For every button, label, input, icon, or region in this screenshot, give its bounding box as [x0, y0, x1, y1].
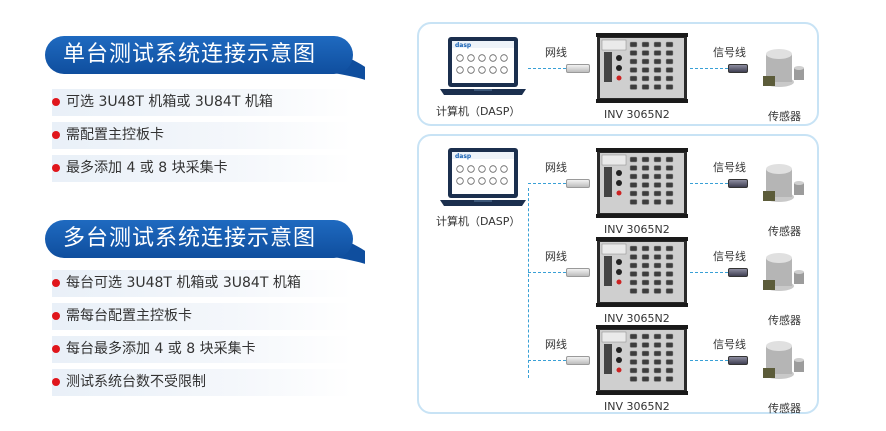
list-item: 可选 3U48T 机箱或 3U84T 机箱 [52, 89, 352, 116]
list-item: 需配置主控板卡 [52, 122, 352, 149]
laptop-icon: dasp [440, 147, 526, 209]
signal-cable-label: 信号线 [713, 46, 746, 59]
signal-cable-label: 信号线 [713, 161, 746, 174]
sensor-icon [762, 338, 808, 382]
network-plug-icon [566, 64, 590, 73]
list-item: 测试系统台数不受限制 [52, 369, 352, 396]
single-system-title: 单台测试系统连接示意图 [45, 36, 353, 74]
list-item: 最多添加 4 或 8 块采集卡 [52, 155, 352, 182]
single-system-list: 可选 3U48T 机箱或 3U84T 机箱 需配置主控板卡 最多添加 4 或 8… [52, 89, 352, 188]
svg-text:dasp: dasp [455, 153, 472, 160]
sensor-label: 传感器 [768, 402, 801, 415]
multi-system-title: 多台测试系统连接示意图 [45, 220, 353, 258]
network-cable-line [528, 360, 566, 361]
signal-cable-label: 信号线 [713, 338, 746, 351]
signal-plug-icon [728, 268, 748, 277]
signal-cable-label: 信号线 [713, 250, 746, 263]
daq-device-icon [596, 32, 688, 104]
sensor-label: 传感器 [768, 110, 801, 123]
sensor-icon [762, 161, 808, 205]
network-cable-line [528, 183, 566, 184]
network-cable-label: 网线 [545, 250, 567, 263]
signal-cable-line [690, 272, 728, 273]
daq-device-icon [596, 324, 688, 396]
device-label: INV 3065N2 [604, 400, 670, 413]
device-label: INV 3065N2 [604, 312, 670, 325]
multi-system-banner: 多台测试系统连接示意图 [45, 220, 365, 264]
network-trunk-line [528, 188, 529, 378]
bullet-icon [52, 345, 60, 353]
network-cable-label: 网线 [545, 46, 567, 59]
list-item: 每台最多添加 4 或 8 块采集卡 [52, 336, 352, 363]
list-item: 每台可选 3U48T 机箱或 3U84T 机箱 [52, 270, 352, 297]
network-cable-line [528, 272, 566, 273]
daq-device-icon [596, 236, 688, 308]
network-cable-label: 网线 [545, 338, 567, 351]
bullet-icon [52, 279, 60, 287]
bullet-icon [52, 98, 60, 106]
signal-plug-icon [728, 356, 748, 365]
network-plug-icon [566, 356, 590, 365]
computer-label: 计算机（DASP） [436, 215, 521, 228]
network-plug-icon [566, 268, 590, 277]
computer-label: 计算机（DASP） [436, 105, 521, 118]
signal-cable-line [690, 360, 728, 361]
network-plug-icon [566, 179, 590, 188]
list-item: 需每台配置主控板卡 [52, 303, 352, 330]
signal-cable-line [690, 183, 728, 184]
multi-system-list: 每台可选 3U48T 机箱或 3U84T 机箱 需每台配置主控板卡 每台最多添加… [52, 270, 352, 402]
device-label: INV 3065N2 [604, 108, 670, 121]
network-cable-label: 网线 [545, 161, 567, 174]
sensor-icon [762, 250, 808, 294]
svg-text:dasp: dasp [455, 42, 472, 49]
signal-plug-icon [728, 64, 748, 73]
bullet-icon [52, 378, 60, 386]
signal-plug-icon [728, 179, 748, 188]
single-system-banner: 单台测试系统连接示意图 [45, 36, 365, 80]
bullet-icon [52, 164, 60, 172]
device-label: INV 3065N2 [604, 223, 670, 236]
signal-cable-line [690, 68, 728, 69]
laptop-icon: dasp [440, 36, 526, 98]
sensor-label: 传感器 [768, 314, 801, 327]
bullet-icon [52, 131, 60, 139]
sensor-icon [762, 46, 808, 90]
sensor-label: 传感器 [768, 225, 801, 238]
daq-device-icon [596, 147, 688, 219]
bullet-icon [52, 312, 60, 320]
network-cable-line [528, 68, 566, 69]
